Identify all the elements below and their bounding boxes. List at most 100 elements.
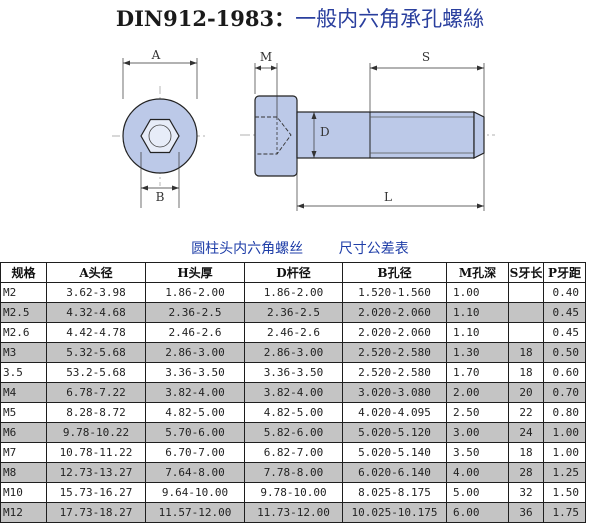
table-cell: 2.36-2.5 xyxy=(244,302,343,323)
table-cell: 0.45 xyxy=(543,322,586,343)
table-cell: M4 xyxy=(0,382,47,403)
table-cell: 22 xyxy=(508,402,544,423)
table-cell xyxy=(508,322,544,343)
table-cell: 6.82-7.00 xyxy=(244,442,343,463)
table-cell: 4.00 xyxy=(446,462,509,483)
table-cell: M3 xyxy=(0,342,47,363)
table-cell: 1.70 xyxy=(446,362,509,383)
table-cell: 11.57-12.00 xyxy=(145,502,245,523)
table-cell: 1.00 xyxy=(543,442,586,463)
table-cell: 3.5 xyxy=(0,362,47,383)
table-cell: 0.40 xyxy=(543,282,586,303)
table-cell: 10.78-11.22 xyxy=(46,442,146,463)
head-end-view: A B xyxy=(112,48,208,208)
table-cell: 18 xyxy=(508,362,544,383)
label-s: S xyxy=(422,50,430,64)
col-header-socket-size: B孔径 xyxy=(342,262,447,283)
table-cell: 12.73-13.27 xyxy=(46,462,146,483)
table-cell: 18 xyxy=(508,442,544,463)
table-cell: 4.020-4.095 xyxy=(342,402,447,423)
table-cell: 9.78-10.22 xyxy=(46,422,146,443)
label-a: A xyxy=(151,48,161,62)
table-cell: M6 xyxy=(0,422,47,443)
table-cell: M8 xyxy=(0,462,47,483)
col-header-head-diameter: A头径 xyxy=(46,262,146,283)
table-cell: 10.025-10.175 xyxy=(342,502,447,523)
table-cell: 3.82-4.00 xyxy=(244,382,343,403)
table-cell: 36 xyxy=(508,502,544,523)
table-cell: 11.73-12.00 xyxy=(244,502,343,523)
label-l: L xyxy=(384,190,392,204)
table-cell: 5.020-5.140 xyxy=(342,442,447,463)
table-cell: 0.50 xyxy=(543,342,586,363)
socket-bottom-circle xyxy=(148,124,172,148)
table-cell: 2.020-2.060 xyxy=(342,302,447,323)
table-cell: 17.73-18.27 xyxy=(46,502,146,523)
table-cell: 2.46-2.6 xyxy=(244,322,343,343)
table-cell: 6.00 xyxy=(446,502,509,523)
table-cell: 3.020-3.080 xyxy=(342,382,447,403)
col-header-thread-length: S牙长 xyxy=(508,262,544,283)
col-header-head-height: H头厚 xyxy=(145,262,245,283)
table-cell: 1.86-2.00 xyxy=(244,282,343,303)
table-cell: 4.42-4.78 xyxy=(46,322,146,343)
table-cell: 28 xyxy=(508,462,544,483)
table-cell: M12 xyxy=(0,502,47,523)
hex-socket-icon xyxy=(140,118,180,154)
table-cell: 2.50 xyxy=(446,402,509,423)
table-cell xyxy=(508,302,544,323)
label-d: D xyxy=(320,125,330,139)
table-cell: 6.70-7.00 xyxy=(145,442,245,463)
table-cell: 3.36-3.50 xyxy=(244,362,343,383)
table-cell: 7.78-8.00 xyxy=(244,462,343,483)
table-cell: 3.50 xyxy=(446,442,509,463)
table-cell: 2.86-3.00 xyxy=(145,342,245,363)
col-header-thread-pitch: P牙距 xyxy=(543,262,586,283)
table-cell: 2.86-3.00 xyxy=(244,342,343,363)
table-cell: 20 xyxy=(508,382,544,403)
table-cell: 3.82-4.00 xyxy=(145,382,245,403)
table-cell: 3.00 xyxy=(446,422,509,443)
table-cell: 1.00 xyxy=(446,282,509,303)
table-cell: 2.00 xyxy=(446,382,509,403)
table-cell: 5.32-5.68 xyxy=(46,342,146,363)
table-cell: M7 xyxy=(0,442,47,463)
standard-number: DIN912-1983： xyxy=(115,6,296,31)
table-cell: M10 xyxy=(0,482,47,503)
table-cell: 1.520-1.560 xyxy=(342,282,447,303)
screw-technical-drawing: A B M S xyxy=(112,48,495,211)
table-cell: 0.60 xyxy=(543,362,586,383)
table-cell xyxy=(508,282,544,303)
col-header-size: 规格 xyxy=(0,262,47,283)
screw-side-view: M S D L xyxy=(240,50,495,211)
table-cell: M2.5 xyxy=(0,302,47,323)
table-cell: 8.28-8.72 xyxy=(46,402,146,423)
table-cell: 4.82-5.00 xyxy=(145,402,245,423)
table-cell: 0.45 xyxy=(543,302,586,323)
table-cell: 3.62-3.98 xyxy=(46,282,146,303)
table-cell: 2.46-2.6 xyxy=(145,322,245,343)
table-cell: 5.020-5.120 xyxy=(342,422,447,443)
label-b: B xyxy=(156,190,165,204)
table-cell: 6.78-7.22 xyxy=(46,382,146,403)
table-cell: 0.70 xyxy=(543,382,586,403)
table-cell: 5.70-6.00 xyxy=(145,422,245,443)
col-header-shank-diameter: D杆径 xyxy=(244,262,343,283)
table-cell: 3.36-3.50 xyxy=(145,362,245,383)
table-cell: 7.64-8.00 xyxy=(145,462,245,483)
table-cell: M2.6 xyxy=(0,322,47,343)
table-cell: 2.020-2.060 xyxy=(342,322,447,343)
table-cell: 1.86-2.00 xyxy=(145,282,245,303)
table-cell: 4.32-4.68 xyxy=(46,302,146,323)
table-cell: 15.73-16.27 xyxy=(46,482,146,503)
table-cell: 32 xyxy=(508,482,544,503)
